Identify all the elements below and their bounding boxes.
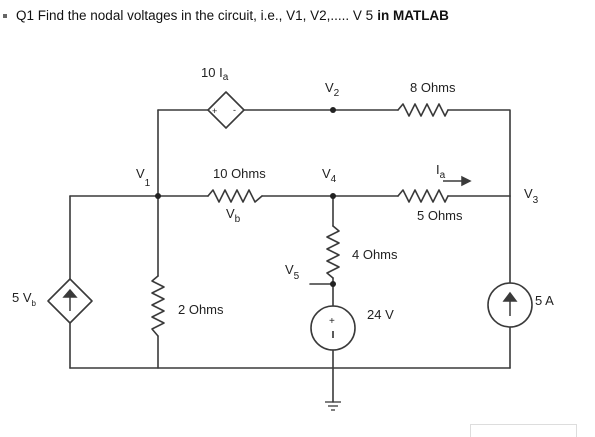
label-dep-vsource: 10 Ia: [201, 65, 229, 83]
current-source-5a: [487, 282, 533, 328]
question-emphasis: in MATLAB: [377, 8, 449, 23]
voltage-source-24v: [310, 305, 356, 351]
arrow-current-5a-head: [502, 291, 518, 302]
label-node-v3: V3: [524, 186, 539, 206]
dependent-voltage-source: [207, 91, 245, 129]
label-dep-isource: 5 Vb: [12, 290, 37, 308]
plus-mark-24v: +: [329, 316, 335, 327]
resistor-4-ohms: [326, 225, 340, 279]
resistor-5-ohms: [397, 189, 449, 203]
arrow-ia-head: [461, 175, 472, 187]
node-v4: [330, 193, 336, 199]
question-text: Q1 Find the nodal voltages in the circui…: [16, 8, 449, 23]
label-4-ohms: 4 Ohms: [352, 247, 398, 262]
label-10-ohms: 10 Ohms: [213, 166, 266, 181]
question-body: Q1 Find the nodal voltages in the circui…: [16, 8, 374, 23]
label-vb: Vb: [226, 206, 241, 225]
page-corner-frame: [470, 424, 577, 437]
ground-symbol: [325, 401, 341, 411]
resistor-10-ohms: [207, 189, 263, 203]
label-node-v4: V4: [322, 166, 337, 185]
resistor-2-ohms: [151, 275, 165, 337]
minus-mark-dep-vs: -: [233, 105, 236, 115]
resistor-8-ohms: [397, 103, 449, 117]
plus-mark-dep-vs: +: [212, 106, 217, 116]
label-5-ohms: 5 Ohms: [417, 208, 463, 223]
node-v5: [330, 281, 336, 287]
label-8-ohms: 8 Ohms: [410, 80, 456, 95]
label-node-v1: V1: [136, 166, 151, 189]
label-5a: 5 A: [535, 293, 554, 308]
label-2-ohms: 2 Ohms: [178, 302, 224, 317]
node-v1: [155, 193, 161, 199]
label-node-v2: V2: [325, 80, 340, 99]
node-v2: [330, 107, 336, 113]
label-24v: 24 V: [367, 307, 394, 322]
label-ia: Ia: [436, 162, 446, 181]
arrow-dep-current-head: [62, 288, 78, 298]
dependent-current-source: [47, 278, 93, 324]
label-node-v5: V5: [285, 262, 300, 282]
bullet-mark: [3, 14, 7, 18]
wire-top: [157, 109, 511, 197]
